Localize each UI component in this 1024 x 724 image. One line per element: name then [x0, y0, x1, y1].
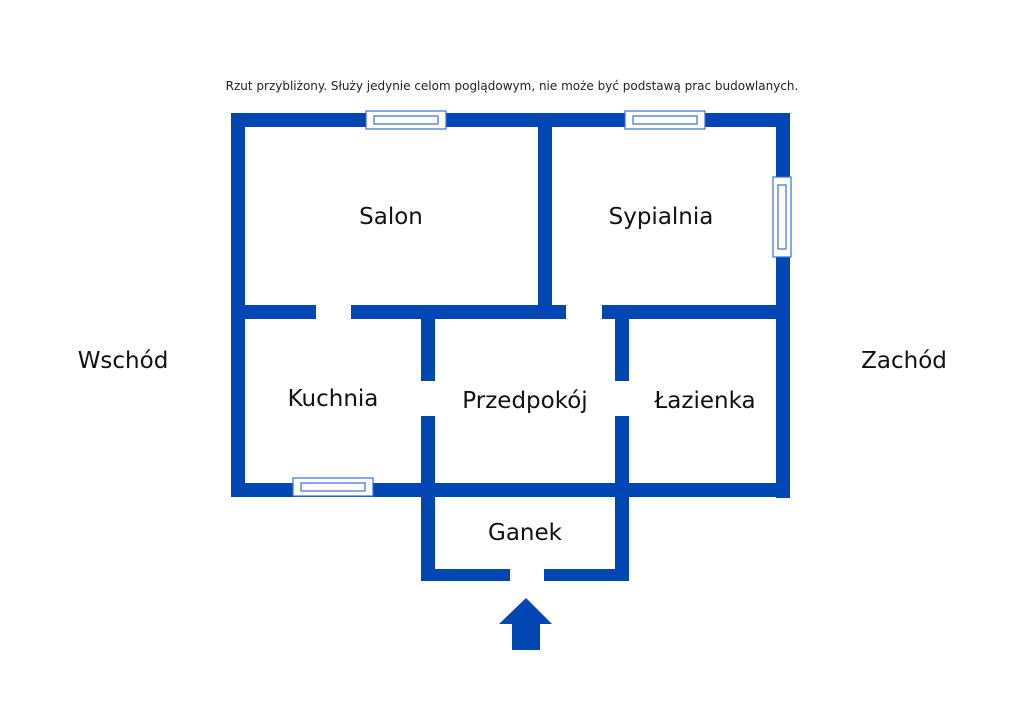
wall-left: [231, 113, 245, 495]
window-sypialnia-side: [772, 176, 792, 258]
wall-salon-sypialnia: [538, 113, 552, 319]
room-label-kuchnia: Kuchnia: [287, 386, 379, 412]
room-label-sypialnia: Sypialnia: [608, 204, 714, 230]
wall-porch-bottom-2: [544, 569, 629, 581]
wall-porch-bottom-1: [421, 569, 510, 581]
room-label-lazienka: Łazienka: [654, 388, 756, 414]
windows: [292, 110, 792, 497]
window-kuchnia: [292, 477, 374, 497]
room-label-ganek: Ganek: [488, 520, 562, 546]
wall-kitchen-hall-2: [421, 416, 435, 581]
wall-mid-2: [351, 305, 566, 319]
wall-hall-bath-1: [615, 305, 629, 381]
wall-hall-bath-2: [615, 416, 629, 581]
wall-mid-3: [602, 305, 790, 319]
wall-mid-1: [231, 305, 316, 319]
room-label-przedpokoj: Przedpokój: [462, 388, 588, 414]
window-salon: [365, 110, 447, 130]
entrance-arrow-icon: [499, 598, 552, 650]
disclaimer-text: Rzut przybliżony. Służy jedynie celom po…: [225, 79, 799, 93]
direction-west-label: Zachód: [861, 348, 947, 374]
walls: [231, 113, 790, 581]
wall-kitchen-hall-1: [421, 305, 435, 381]
direction-east-label: Wschód: [77, 348, 169, 374]
wall-top: [231, 113, 790, 127]
room-label-salon: Salon: [359, 204, 423, 230]
window-sypialnia-top: [624, 110, 706, 130]
